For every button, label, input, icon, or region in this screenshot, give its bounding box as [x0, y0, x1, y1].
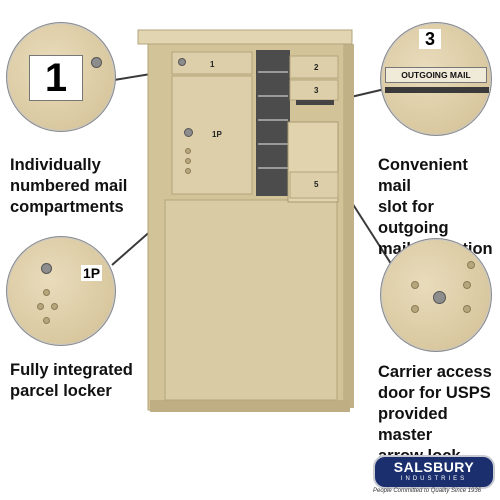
rivet-icon: [51, 303, 58, 310]
rivet-icon: [185, 158, 191, 164]
callout-compartment-number: 1: [6, 22, 116, 132]
caption-carrier: Carrier access door for USPS provided ma…: [378, 363, 492, 465]
arrow-lock-icon: [433, 291, 446, 304]
door-label-1p: 1P: [212, 130, 222, 139]
slot-number-tag: 3: [419, 29, 441, 49]
rivet-icon: [463, 281, 471, 289]
brand-tagline: People Committed to Quality Since 1936: [373, 488, 482, 494]
cabinet-base: [150, 400, 350, 412]
lower-panel: [164, 199, 338, 401]
callout-carrier-door: [380, 238, 492, 352]
door-label-2: 2: [314, 63, 319, 72]
rivet-icon: [185, 148, 191, 154]
compartment-lock-icon[interactable]: [178, 58, 186, 66]
open-carrier-section: [256, 50, 290, 196]
rivet-icon: [411, 281, 419, 289]
caption-outgoing: Convenient mail slot for outgoing mail c…: [378, 156, 493, 258]
brand-sub: INDUSTRIES: [400, 476, 468, 482]
door-label-1: 1: [210, 60, 215, 69]
callout-parcel-locker: 1P: [6, 236, 116, 346]
door-label-3: 3: [314, 86, 319, 95]
cabinet-side: [344, 44, 354, 408]
door-compartment-5: [289, 171, 339, 199]
salsbury-logo: SALSBURY INDUSTRIES: [373, 455, 495, 489]
parcel-tag: 1P: [81, 265, 103, 281]
caption-compartments: Individually numbered mail compartments: [10, 156, 128, 216]
compartment-number-tag: 1: [29, 55, 83, 101]
brand-name: SALSBURY: [393, 459, 475, 475]
callout-outgoing-slot: 3 OUTGOING MAIL: [380, 22, 492, 136]
cabinet-top: [137, 29, 353, 45]
rivet-icon: [43, 317, 50, 324]
outgoing-slot: [296, 100, 334, 105]
rivet-icon: [185, 168, 191, 174]
rivet-icon: [37, 303, 44, 310]
door-label-5: 5: [314, 180, 319, 189]
parcel-lock-icon[interactable]: [184, 128, 193, 137]
rivet-icon: [467, 261, 475, 269]
lock-icon: [91, 57, 102, 68]
outgoing-mail-label: OUTGOING MAIL: [385, 67, 487, 83]
rivet-icon: [43, 289, 50, 296]
parcel-lock-icon: [41, 263, 52, 274]
door-compartment-2: [289, 55, 339, 79]
caption-parcel: Fully integrated parcel locker: [10, 361, 133, 400]
door-compartment-1: [171, 51, 253, 75]
rivet-icon: [463, 305, 471, 313]
rivet-icon: [411, 305, 419, 313]
outgoing-mail-slot[interactable]: [385, 87, 489, 93]
